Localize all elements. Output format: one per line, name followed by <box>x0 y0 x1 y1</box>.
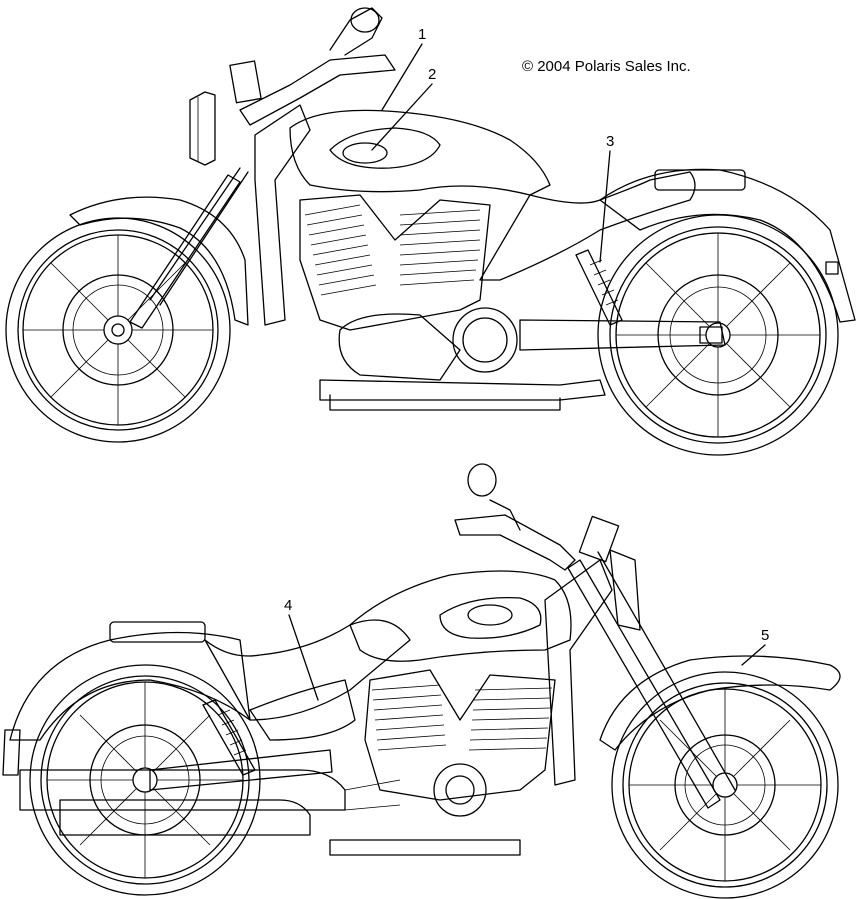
side-cover <box>249 679 356 741</box>
callout-leaders <box>288 43 766 701</box>
mirror-left <box>467 463 497 497</box>
copyright-notice: © 2004 Polaris Sales Inc. <box>522 58 691 75</box>
tank-decal <box>342 142 388 164</box>
front-wheel-left <box>611 671 839 899</box>
front-fork <box>129 174 241 329</box>
callout-2: 2 <box>428 66 437 83</box>
front-wheel <box>5 217 231 443</box>
callout-1: 1 <box>418 26 427 43</box>
callout-4: 4 <box>284 597 293 614</box>
exhaust-left <box>19 769 401 836</box>
headlight-left <box>578 515 620 563</box>
rear-wheel <box>597 214 839 456</box>
handlebar <box>239 54 396 126</box>
mirror <box>350 7 380 33</box>
front-fender <box>69 196 249 326</box>
handlebar-left <box>454 514 576 571</box>
callout-3: 3 <box>606 133 615 150</box>
front-fork-left <box>567 559 721 809</box>
rear-wheel-left <box>29 664 261 896</box>
fuel-tank-left <box>349 570 572 662</box>
engine-left <box>364 669 556 817</box>
motorcycle-right-side <box>5 7 856 456</box>
seat <box>479 171 696 281</box>
exhaust <box>319 379 606 401</box>
tank-decal-left <box>467 604 513 626</box>
rear-fender-left <box>9 631 251 741</box>
headlight <box>189 91 216 166</box>
engine <box>299 194 518 381</box>
motorcycle-left-side <box>2 463 841 899</box>
seat-left <box>204 619 411 721</box>
fuel-tank <box>289 109 551 196</box>
callout-5: 5 <box>761 627 770 644</box>
